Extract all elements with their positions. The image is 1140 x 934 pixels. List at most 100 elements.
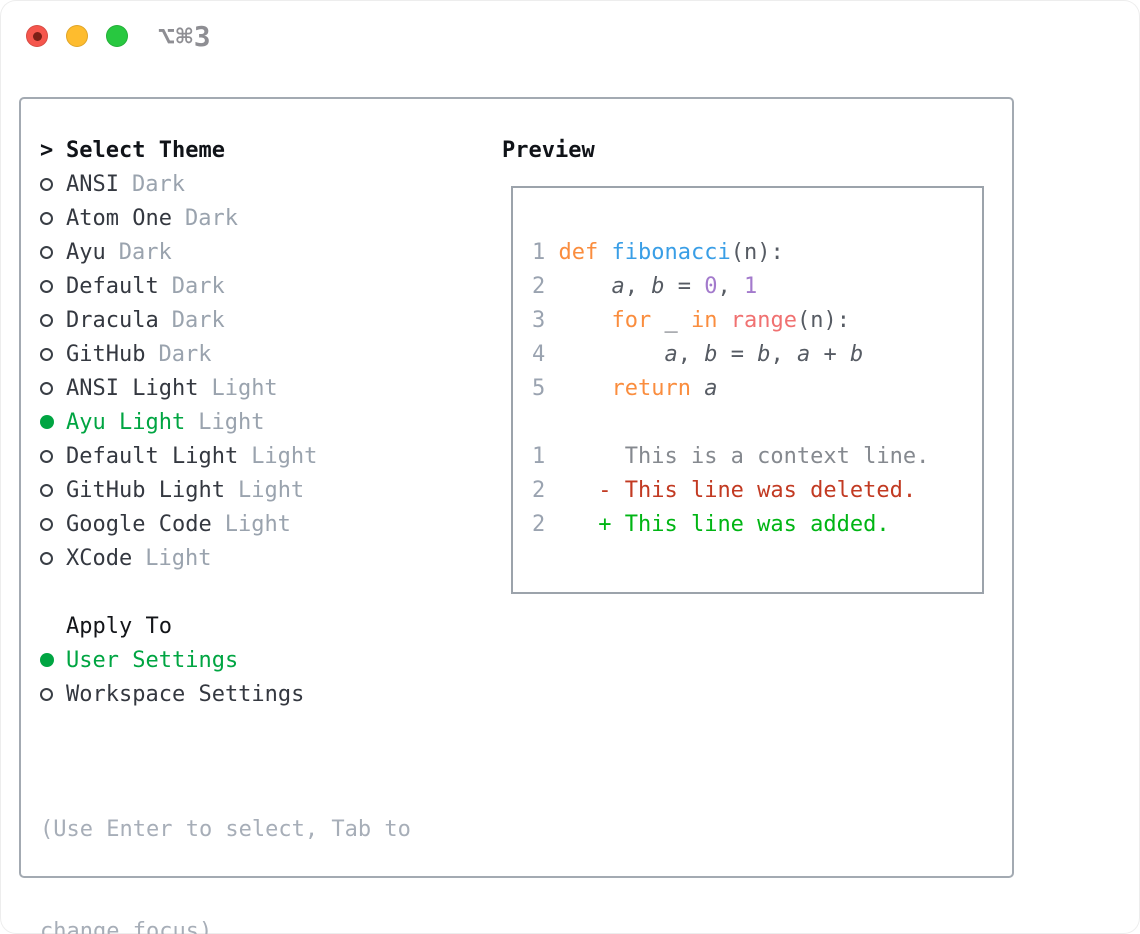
spacer <box>40 575 483 609</box>
radio-icon <box>40 347 53 361</box>
line-number: 5 <box>532 375 546 401</box>
code-segment-plain: b <box>757 341 771 367</box>
hint-line-1: (Use Enter to select, Tab to <box>40 817 411 842</box>
select-theme-title: Select Theme <box>66 137 225 163</box>
variant-badge: Dark <box>171 307 225 333</box>
preview-title: Preview <box>502 137 595 163</box>
variant-badge: Dark <box>118 239 172 265</box>
zoom-button[interactable] <box>106 25 128 47</box>
code-segment-plain: a <box>611 273 625 299</box>
code-line: 1 def fibonacci(n): <box>532 235 982 269</box>
radio-icon <box>40 551 53 565</box>
code-segment-plain: , <box>624 273 652 299</box>
line-number: 3 <box>532 307 546 333</box>
variant-badge: Dark <box>158 341 212 367</box>
code-segment-plain: , <box>770 341 797 367</box>
radio-icon <box>40 483 53 497</box>
code-segment-keyword: return <box>611 375 691 401</box>
code-segment-plain: = <box>717 341 758 367</box>
line-number: 4 <box>532 341 546 367</box>
variant-badge: Light <box>224 511 291 537</box>
apply-to-header: Apply To <box>40 609 483 643</box>
variant-badge: Light <box>251 443 318 469</box>
line-number: 2 <box>532 273 546 299</box>
code-line: 2 - This line was deleted. <box>532 473 982 507</box>
blank-line <box>532 405 982 439</box>
line-number: 2 <box>532 477 546 503</box>
code-segment-plain: , <box>677 341 705 367</box>
variant-badge: Light <box>211 375 278 401</box>
code-segment-keyword: def <box>558 239 599 265</box>
option-label: Default Light <box>66 443 239 469</box>
theme-option-ayu[interactable]: Ayu Dark <box>40 235 483 269</box>
option-label: Default <box>66 273 159 299</box>
code-segment-context: This is a context line. <box>545 443 930 469</box>
code-segment-added: + This line was added. <box>598 511 890 537</box>
code-segment-keyword: in <box>690 307 718 333</box>
code-line: 4 a, b = b, a + b <box>532 337 982 371</box>
theme-option-github[interactable]: GitHub Dark <box>40 337 483 371</box>
code-segment-builtin: range <box>730 307 797 333</box>
apply-to-title: Apply To <box>66 613 172 639</box>
radio-selected-icon <box>40 415 54 429</box>
apply-option-user-settings[interactable]: User Settings <box>40 643 483 677</box>
option-label: Ayu Light <box>66 409 186 435</box>
code-line: 2 a, b = 0, 1 <box>532 269 982 303</box>
option-label: Google Code <box>66 511 212 537</box>
keyboard-hint: (Use Enter to select, Tab to change focu… <box>40 745 483 934</box>
variant-badge: Dark <box>171 273 225 299</box>
radio-icon <box>40 211 53 225</box>
option-label: Dracula <box>66 307 159 333</box>
theme-option-dracula[interactable]: Dracula Dark <box>40 303 483 337</box>
code-segment-plain: + <box>810 341 850 367</box>
code-segment-plain <box>545 512 598 537</box>
line-number: 2 <box>532 511 546 537</box>
code-line: 5 return a <box>532 371 982 405</box>
option-label: Ayu <box>66 239 106 265</box>
code-segment-plain: b <box>849 341 864 367</box>
code-segment-plain <box>545 342 664 367</box>
code-segment-plain: a <box>796 341 811 367</box>
cursor-icon: > <box>40 137 54 163</box>
radio-icon <box>40 517 53 531</box>
preview-column: Preview 1 def fibonacci(n):2 a, b = 0, 1… <box>483 99 1012 876</box>
code-segment-plain: a <box>704 375 718 401</box>
minimize-button[interactable] <box>66 25 88 47</box>
close-button[interactable] <box>26 25 48 47</box>
variant-badge: Light <box>145 545 212 571</box>
radio-icon <box>40 313 53 327</box>
code-segment-plain <box>545 376 611 401</box>
radio-icon <box>40 279 53 293</box>
theme-option-default-light[interactable]: Default Light Light <box>40 439 483 473</box>
theme-option-default[interactable]: Default Dark <box>40 269 483 303</box>
code-line: 3 for _ in range(n): <box>532 303 982 337</box>
code-segment-plain: b <box>651 273 665 299</box>
radio-icon <box>40 177 53 191</box>
radio-icon <box>40 245 53 259</box>
code-segment-plain <box>545 240 558 265</box>
apply-option-workspace-settings[interactable]: Workspace Settings <box>40 677 483 711</box>
code-segment-plain <box>598 240 611 265</box>
window-title: ⌥⌘3 <box>158 19 212 53</box>
theme-option-google-code[interactable]: Google Code Light <box>40 507 483 541</box>
title-bar: ⌥⌘3 <box>0 0 1140 72</box>
code-segment-plain: (n): <box>796 307 850 333</box>
radio-icon <box>40 449 53 463</box>
code-segment-plain: a <box>664 341 678 367</box>
radio-icon <box>40 381 53 395</box>
code-segment-plain: = <box>664 273 705 299</box>
code-segment-function: fibonacci <box>611 239 731 265</box>
option-label: User Settings <box>66 647 239 673</box>
option-label: GitHub <box>66 341 146 367</box>
code-segment-plain <box>691 376 704 401</box>
